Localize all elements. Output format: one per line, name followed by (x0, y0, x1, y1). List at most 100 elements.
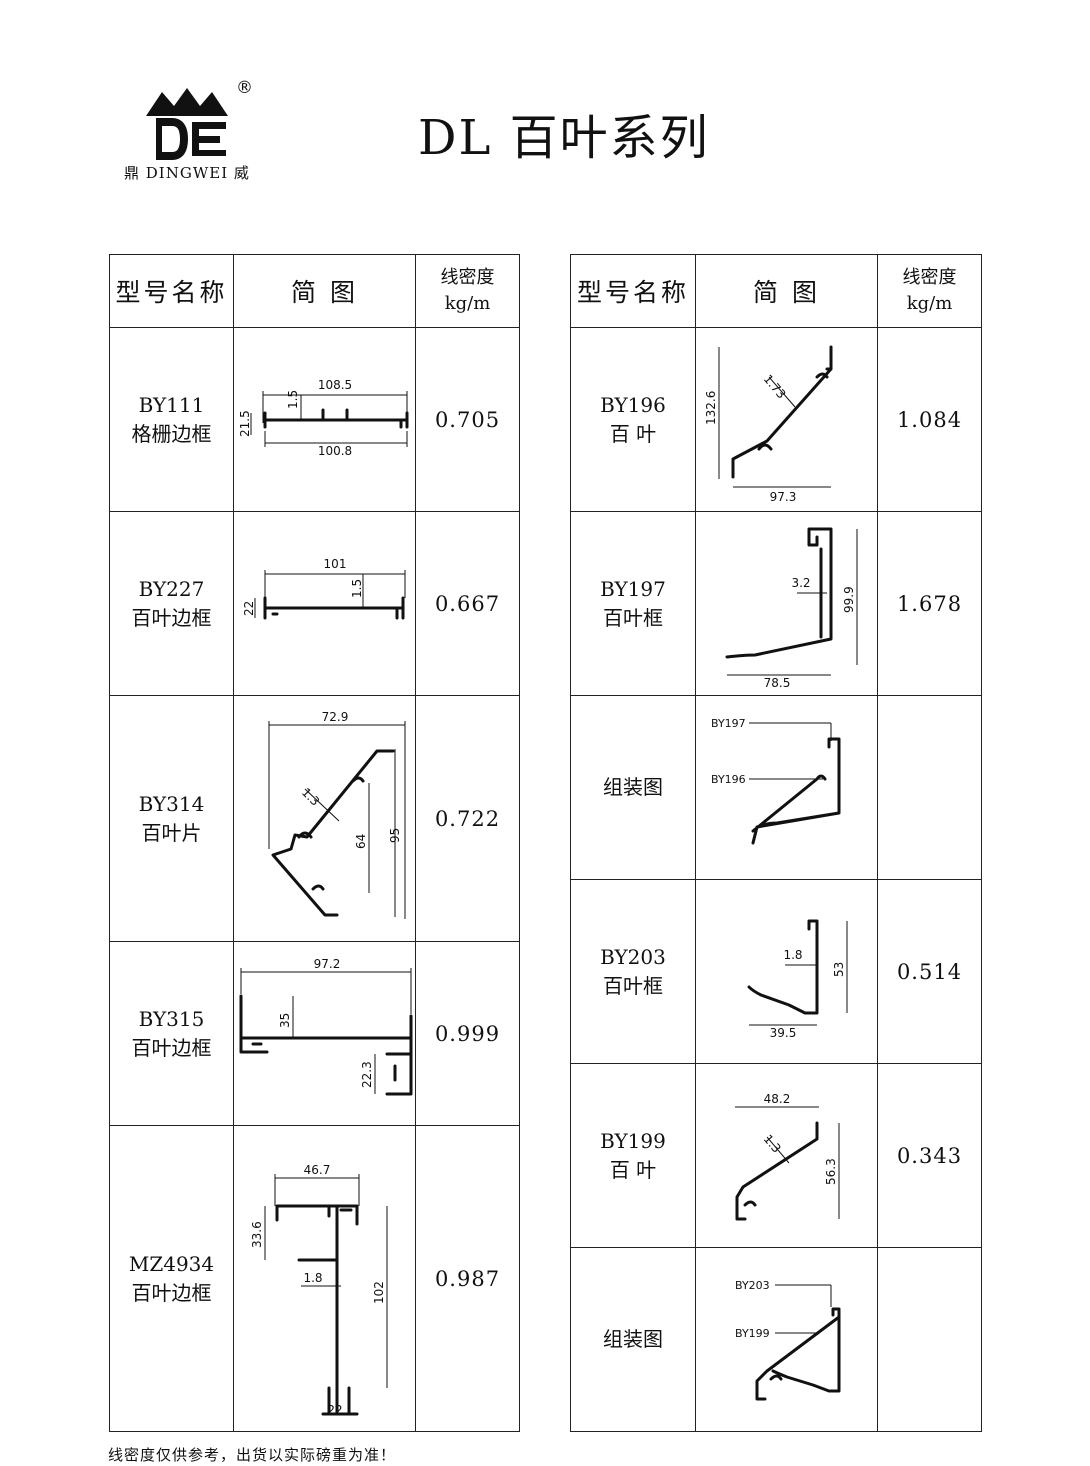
dim-label: 132.6 (704, 390, 718, 424)
by203-profile-drawing: 1.8 53 39.5 (747, 919, 847, 1040)
brand-logo: ® 鼎 DINGWEI 威 (120, 76, 280, 186)
model-code: BY314 (138, 791, 205, 816)
dim-label: 99.9 (842, 586, 856, 613)
model-code: BY111 (138, 392, 205, 417)
assembly-diagram: BY197 BY196 (695, 695, 878, 880)
dim-label: 22 (327, 1403, 342, 1417)
dim-label: 97.3 (769, 490, 796, 504)
density-value-empty (877, 1247, 982, 1432)
dim-label: 100.8 (317, 444, 351, 458)
table-row: BY314 百叶片 72.9 1.3 64 95 0.722 (109, 695, 520, 942)
model-cell: MZ4934 百叶边框 (109, 1125, 234, 1432)
model-code: BY227 (138, 576, 205, 601)
density-value: 0.514 (877, 879, 982, 1064)
profile-diagram: 1.73 132.6 97.3 (695, 327, 878, 512)
by314-profile-drawing: 72.9 1.3 64 95 (268, 710, 405, 919)
dingwei-logo-icon (146, 88, 228, 160)
dim-label: 1.5 (350, 578, 364, 597)
profile-diagram: 72.9 1.3 64 95 (233, 695, 416, 942)
dim-label: 39.5 (769, 1026, 796, 1040)
dim-label: 95 (388, 827, 402, 842)
profile-diagram: 48.2 1.3 56.3 (695, 1063, 878, 1248)
profile-diagram: 1.8 53 39.5 (695, 879, 878, 1064)
model-cell: BY227 百叶边框 (109, 511, 234, 696)
by111-profile-drawing: 108.5 1.5 21.5 100.8 (238, 378, 408, 458)
density-value-empty (877, 695, 982, 880)
density-value: 1.084 (877, 327, 982, 512)
density-value: 0.987 (415, 1125, 520, 1432)
mz4934-profile-drawing: 46.7 33.6 1.8 102 22 (250, 1163, 387, 1417)
model-name: 百 叶 (609, 421, 657, 446)
profile-table-left: 型号名称 简 图 线密度 kg/m BY111 格栅边框 108.5 1.5 2… (109, 254, 520, 1432)
table-row: BY315 百叶边框 97.2 35 22.3 0.999 (109, 941, 520, 1126)
model-name: 组装图 (603, 1327, 663, 1351)
table-header-row: 型号名称 简 图 线密度 kg/m (570, 254, 982, 328)
model-cell: BY203 百叶框 (570, 879, 696, 1064)
brand-name: 鼎 DINGWEI 威 (124, 164, 250, 182)
density-label: 线密度 (902, 267, 957, 288)
density-value: 0.343 (877, 1063, 982, 1248)
table-row: BY196 百 叶 1.73 132.6 97.3 1.084 (570, 327, 982, 512)
footnote: 线密度仅供参考，出货以实际磅重为准！ (108, 1446, 397, 1464)
profile-diagram: 101 1.5 22 (233, 511, 416, 696)
model-code: BY315 (138, 1006, 205, 1031)
profile-diagram: 97.2 35 22.3 (233, 941, 416, 1126)
part-label: BY203 (735, 1279, 770, 1292)
col-header-density: 线密度 kg/m (415, 254, 520, 328)
dim-label: 33.6 (250, 1221, 264, 1248)
table-row: BY111 格栅边框 108.5 1.5 21.5 100.8 0.705 (109, 327, 520, 512)
dim-label: 72.9 (321, 710, 348, 724)
model-name: 百叶框 (603, 605, 663, 630)
density-value: 0.705 (415, 327, 520, 512)
by197-by196-assembly-drawing: BY197 BY196 (711, 717, 840, 844)
model-cell: BY196 百 叶 (570, 327, 696, 512)
model-code: BY197 (600, 576, 666, 601)
dim-label: 1.3 (298, 785, 321, 808)
dim-label: 101 (323, 557, 346, 571)
dim-label: 97.2 (313, 957, 340, 971)
profile-table-right: 型号名称 简 图 线密度 kg/m BY196 百 叶 1.73 132.6 9… (570, 254, 982, 1432)
dim-label: 46.7 (303, 1163, 330, 1177)
col-header-diagram: 简 图 (233, 254, 416, 328)
col-header-model: 型号名称 (570, 254, 696, 328)
dim-label: 1.73 (760, 371, 788, 400)
page-title: DL 百叶系列 (418, 110, 710, 166)
dim-label: 22.3 (360, 1061, 374, 1088)
model-name: 百叶边框 (131, 1280, 212, 1305)
model-name: 百叶框 (603, 973, 663, 998)
model-cell: BY111 格栅边框 (109, 327, 234, 512)
assembly-diagram: BY203 BY199 (695, 1247, 878, 1432)
table-row: BY203 百叶框 1.8 53 39.5 0.514 (570, 879, 982, 1064)
profile-diagram: 3.2 99.9 78.5 (695, 511, 878, 696)
model-cell: 组装图 (570, 695, 696, 880)
model-cell: BY315 百叶边框 (109, 941, 234, 1126)
model-code: BY199 (600, 1128, 666, 1153)
dim-label: 53 (832, 961, 846, 976)
table-row: BY197 百叶框 3.2 99.9 78.5 1.678 (570, 511, 982, 696)
dim-label: 64 (354, 833, 368, 848)
model-name: 格栅边框 (131, 421, 212, 446)
model-name: 百 叶 (609, 1157, 657, 1182)
dim-label: 22 (242, 600, 256, 615)
table-row: 组装图 BY203 BY199 (570, 1247, 982, 1432)
density-value: 0.999 (415, 941, 520, 1126)
table-row: MZ4934 百叶边框 46.7 33.6 1.8 102 22 0.987 (109, 1125, 520, 1432)
model-name: 百叶边框 (131, 1035, 212, 1060)
dim-label: 1.8 (783, 948, 802, 962)
model-code: BY196 (600, 392, 666, 417)
table-row: 组装图 BY197 BY196 (570, 695, 982, 880)
col-header-density: 线密度 kg/m (877, 254, 982, 328)
table-row: BY227 百叶边框 101 1.5 22 0.667 (109, 511, 520, 696)
by315-profile-drawing: 97.2 35 22.3 (239, 957, 412, 1095)
model-cell: 组装图 (570, 1247, 696, 1432)
model-cell: BY199 百 叶 (570, 1063, 696, 1248)
by199-profile-drawing: 48.2 1.3 56.3 (734, 1092, 839, 1220)
by196-profile-drawing: 1.73 132.6 97.3 (704, 345, 832, 504)
density-value: 1.678 (877, 511, 982, 696)
table-header-row: 型号名称 简 图 线密度 kg/m (109, 254, 520, 328)
profile-diagram: 108.5 1.5 21.5 100.8 (233, 327, 416, 512)
dim-label: 1.5 (286, 389, 300, 408)
by203-by199-assembly-drawing: BY203 BY199 (735, 1279, 840, 1400)
model-name: 百叶片 (141, 820, 202, 845)
dim-label: 102 (372, 1281, 386, 1304)
